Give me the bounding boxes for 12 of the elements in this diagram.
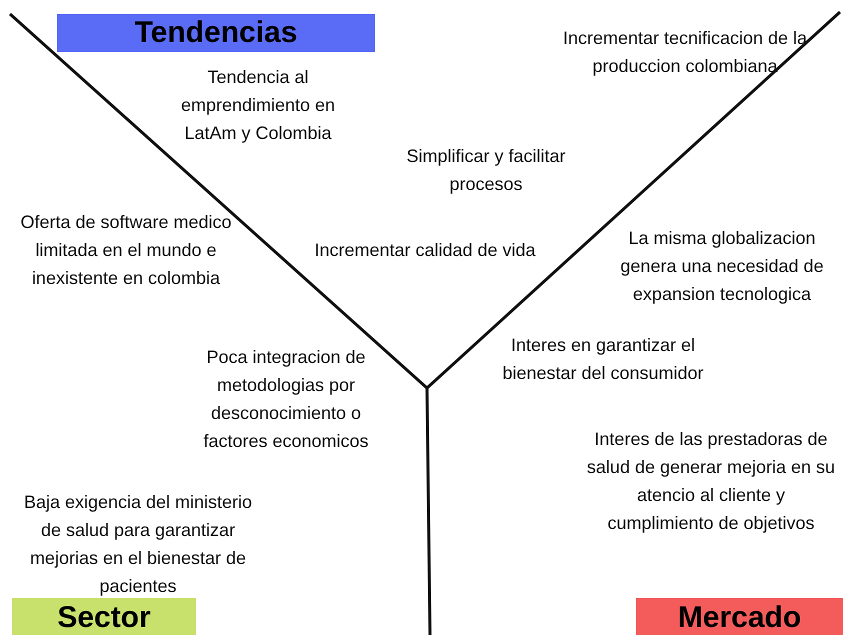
- category-banner: Tendencias: [57, 14, 375, 52]
- note-text: Baja exigencia del ministerio de salud para garantizar mejorias en el bienestar de pacientes: [22, 491, 254, 598]
- category-banner: Mercado: [636, 598, 843, 635]
- note-text: Oferta de software medico limitada en el mundo e inexistente en colombia: [19, 211, 233, 290]
- note-text: Poca integracion de metodologias por desconocimiento o factores economicos: [202, 346, 370, 453]
- note-text: Interes de las prestadoras de salud de generar mejoria en su atencio al cliente y cumplimiento de objetivos: [586, 428, 836, 535]
- note-text: Simplificar y facilitar procesos: [405, 145, 567, 196]
- note-text: Tendencia al emprendimiento en LatAm y Colombia: [180, 66, 336, 145]
- note-text: Interes en garantizar el bienestar del consumidor: [501, 334, 705, 385]
- category-banner: Sector: [12, 598, 196, 635]
- note-text: La misma globalizacion genera una necesidad de expansion tecnologica: [619, 227, 825, 306]
- note-text: Incrementar calidad de vida: [313, 239, 537, 262]
